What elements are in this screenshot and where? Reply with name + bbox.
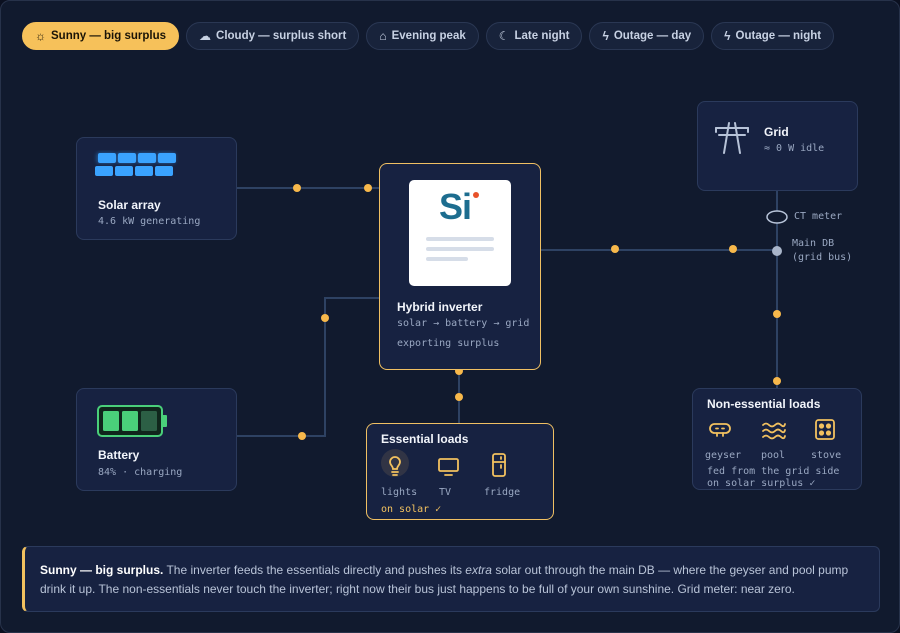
essential-item-label: lights [381,487,418,498]
tab-outage-night[interactable]: ϟ Outage — night [711,22,835,50]
display-line [426,237,494,241]
flow-dot [773,310,781,318]
nonessential-item-label: geyser [705,450,742,461]
tv-icon [438,458,459,476]
essential-item-label: fridge [484,487,521,498]
ct-meter-icon [766,210,788,224]
wire-battery-inverter [237,297,380,437]
sun-icon: ☼ [35,29,46,43]
cloud-icon: ☁ [199,29,212,43]
fridge-icon [492,453,506,477]
flow-dot [455,393,463,401]
bolt-icon: ϟ [602,29,609,43]
tab-late-night[interactable]: ☾ Late night [485,22,583,50]
battery-status: 84% · charging [98,467,183,478]
essential-loads-title: Essential loads [381,432,469,446]
flow-dot [364,184,372,192]
scenario-explanation: Sunny — big surplus. The inverter feeds … [22,546,880,612]
explanation-lead: Sunny — big surplus. [40,563,164,577]
house-icon: ⌂ [379,29,387,43]
inverter-title: Hybrid inverter [397,300,483,314]
stove-icon [815,419,835,440]
battery-card[interactable]: Battery 84% · charging [76,388,237,491]
scenario-tabs: ☼ Sunny — big surplus ☁ Cloudy — surplus s… [22,22,835,50]
moon-icon: ☾ [498,29,510,43]
essential-item-label: TV [439,487,452,498]
tab-label: Outage — night [735,30,822,42]
grid-card[interactable]: Grid ≈ 0 W idle [697,101,858,191]
lightbulb-icon [381,449,409,477]
inverter-path: solar → battery → grid [397,318,530,329]
inverter-logo: Si [439,186,472,227]
flow-dot [773,377,781,385]
flow-dot [729,245,737,253]
nonessential-status: fed from the grid side [707,466,840,477]
explanation-emphasis: extra [465,563,492,577]
solar-array-status: 4.6 kW generating [98,216,201,227]
battery-title: Battery [98,448,140,462]
solar-panel-icon [95,153,176,176]
grid-status: ≈ 0 W idle [764,143,825,154]
display-line [426,257,468,261]
explanation-text: The inverter feeds the essentials direct… [163,563,466,577]
inverter-status: exporting surplus [397,338,500,349]
logo-dot [473,192,479,198]
hybrid-inverter-card[interactable]: Si Hybrid inverter solar → battery → gri… [379,163,541,370]
bolt-icon: ϟ [724,29,731,43]
tab-label: Sunny — big surplus [51,30,167,42]
main-db-node [772,246,782,256]
tab-label: Cloudy — surplus short [216,30,347,42]
tab-outage-day[interactable]: ϟ Outage — day [589,22,705,50]
tab-label: Late night [514,30,570,42]
explanation-text: solar out through the main DB — where th… [40,563,849,596]
pool-icon [762,422,786,440]
flow-dot [321,314,329,322]
essential-status: on solar ✓ [381,504,442,515]
display-line [426,247,494,251]
tab-label: Outage — day [613,30,692,42]
main-db-sublabel: (grid bus) [792,252,853,263]
grid-title: Grid [764,125,789,139]
pylon-icon [715,122,749,154]
nonessential-item-label: pool [761,450,786,461]
essential-loads-card[interactable]: Essential loads lights TV fridge on sola… [366,423,554,520]
main-db-label: Main DB [792,238,835,249]
solar-array-card[interactable]: Solar array 4.6 kW generating [76,137,237,240]
tab-label: Evening peak [391,30,466,42]
nonessential-loads-card[interactable]: Non-essential loads geyser pool stove fe… [692,388,862,490]
nonessential-loads-title: Non-essential loads [707,397,821,411]
battery-icon [97,405,167,437]
flow-dots [293,184,781,440]
tab-cloudy[interactable]: ☁ Cloudy — surplus short [186,22,360,50]
nonessential-item-label: stove [811,450,842,461]
tab-evening-peak[interactable]: ⌂ Evening peak [366,22,479,50]
flow-dot [298,432,306,440]
ct-meter-label: CT meter [794,211,843,222]
tab-sunny[interactable]: ☼ Sunny — big surplus [22,22,180,50]
inverter-device-image: Si [409,180,511,286]
flow-dot [611,245,619,253]
nonessential-status-surplus: on solar surplus ✓ [707,478,816,489]
geyser-icon [709,423,731,437]
solar-array-title: Solar array [98,198,161,212]
flow-dot [293,184,301,192]
